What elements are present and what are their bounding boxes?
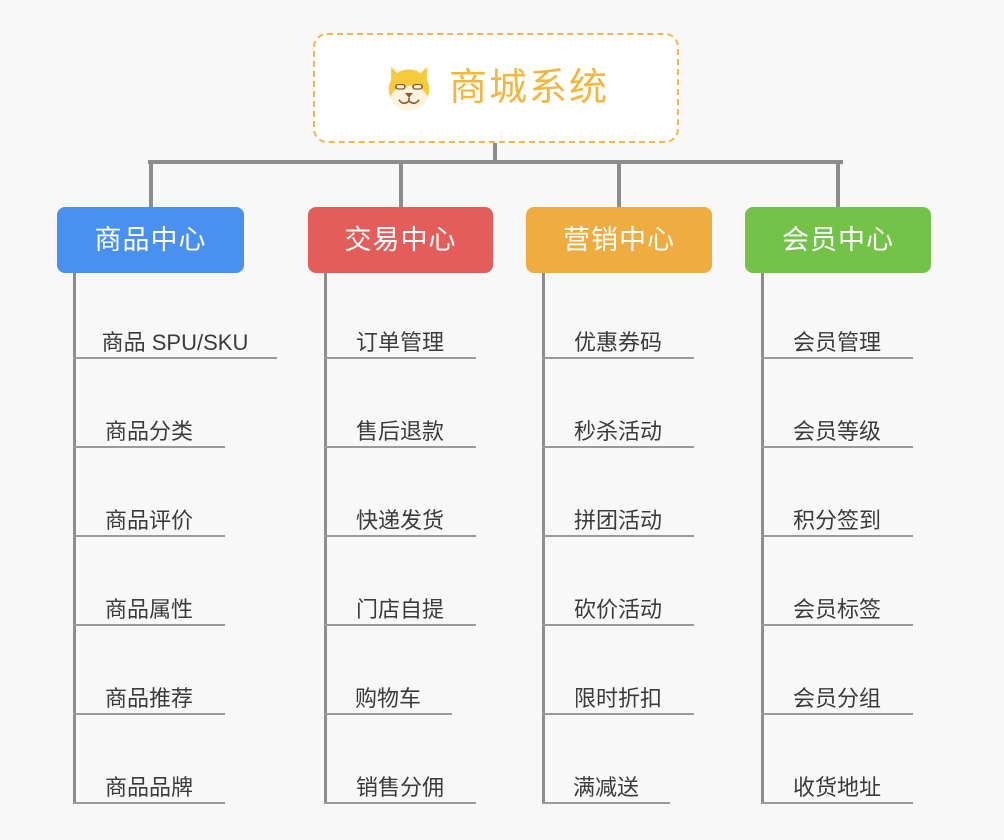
- category-box-3[interactable]: 营销中心: [526, 207, 712, 273]
- connector-root-stem: [493, 143, 497, 163]
- connector-drop-3: [617, 160, 621, 208]
- root-title: 商城系统: [448, 67, 609, 109]
- leaf-item[interactable]: 门店自提: [324, 580, 476, 626]
- category-label: 会员中心: [782, 224, 894, 255]
- leaf-item-label: 商品分类: [104, 418, 193, 444]
- leaf-item[interactable]: 商品分类: [73, 402, 225, 448]
- category-box-4[interactable]: 会员中心: [745, 207, 931, 273]
- leaf-item-label: 商品评价: [104, 507, 193, 533]
- leaf-item-label: 会员等级: [792, 418, 881, 444]
- leaf-item-label: 砍价活动: [573, 596, 662, 622]
- leaf-item-label: 商品推荐: [104, 685, 193, 711]
- category-label: 商品中心: [94, 224, 207, 255]
- connector-drop-1: [148, 160, 153, 208]
- leaf-item-label: 销售分佣: [355, 774, 444, 800]
- leaf-item[interactable]: 会员等级: [761, 402, 913, 448]
- shiba-inu-icon: [388, 66, 430, 111]
- leaf-item[interactable]: 商品推荐: [73, 669, 225, 715]
- leaf-item-label: 订单管理: [355, 329, 444, 355]
- leaf-item-label: 优惠券码: [573, 329, 662, 355]
- branch-stem-4: [761, 273, 764, 804]
- leaf-item-label: 购物车: [354, 685, 421, 711]
- category-box-1[interactable]: 商品中心: [57, 207, 244, 273]
- leaf-item[interactable]: 订单管理: [324, 313, 476, 359]
- branch-stem-2: [324, 273, 327, 804]
- category-label: 交易中心: [344, 224, 457, 255]
- leaf-item[interactable]: 积分签到: [761, 491, 913, 537]
- leaf-item-label: 门店自提: [355, 596, 444, 622]
- leaf-item[interactable]: 收货地址: [761, 758, 913, 804]
- leaf-item-label: 会员管理: [792, 329, 881, 355]
- leaf-item[interactable]: 砍价活动: [542, 580, 694, 626]
- leaf-item[interactable]: 商品 SPU/SKU: [73, 313, 277, 359]
- leaf-item[interactable]: 购物车: [324, 669, 452, 715]
- leaf-item-label: 会员分组: [792, 685, 881, 711]
- leaf-item[interactable]: 商品属性: [73, 580, 225, 626]
- leaf-item-label: 商品属性: [104, 596, 193, 622]
- leaf-item-label: 商品 SPU/SKU: [101, 329, 249, 355]
- leaf-item-label: 限时折扣: [573, 685, 662, 711]
- leaf-item[interactable]: 商品评价: [73, 491, 225, 537]
- leaf-item-label: 满减送: [572, 774, 639, 800]
- leaf-item[interactable]: 秒杀活动: [542, 402, 694, 448]
- leaf-item-label: 拼团活动: [573, 507, 662, 533]
- leaf-item[interactable]: 商品品牌: [73, 758, 225, 804]
- connector-horizontal-bus: [148, 160, 843, 164]
- leaf-item-label: 收货地址: [792, 774, 881, 800]
- leaf-item-label: 售后退款: [355, 418, 444, 444]
- connector-drop-2: [398, 160, 403, 208]
- leaf-item-label: 秒杀活动: [573, 418, 662, 444]
- connector-drop-4: [836, 160, 840, 208]
- leaf-item-label: 商品品牌: [104, 774, 193, 800]
- leaf-item[interactable]: 会员分组: [761, 669, 913, 715]
- leaf-item-label: 积分签到: [792, 507, 881, 533]
- leaf-item[interactable]: 会员标签: [761, 580, 913, 626]
- leaf-item-label: 会员标签: [792, 596, 881, 622]
- root-node[interactable]: 商城系统: [313, 33, 679, 143]
- leaf-item[interactable]: 会员管理: [761, 313, 913, 359]
- category-label: 营销中心: [563, 224, 675, 255]
- leaf-item[interactable]: 售后退款: [324, 402, 476, 448]
- leaf-item[interactable]: 优惠券码: [542, 313, 694, 359]
- category-box-2[interactable]: 交易中心: [308, 207, 493, 273]
- leaf-item[interactable]: 限时折扣: [542, 669, 694, 715]
- branch-stem-1: [73, 273, 76, 804]
- leaf-item[interactable]: 销售分佣: [324, 758, 476, 804]
- leaf-item[interactable]: 拼团活动: [542, 491, 694, 537]
- leaf-item[interactable]: 满减送: [542, 758, 670, 804]
- leaf-item-label: 快递发货: [355, 507, 444, 533]
- leaf-item[interactable]: 快递发货: [324, 491, 476, 537]
- branch-stem-3: [542, 273, 545, 804]
